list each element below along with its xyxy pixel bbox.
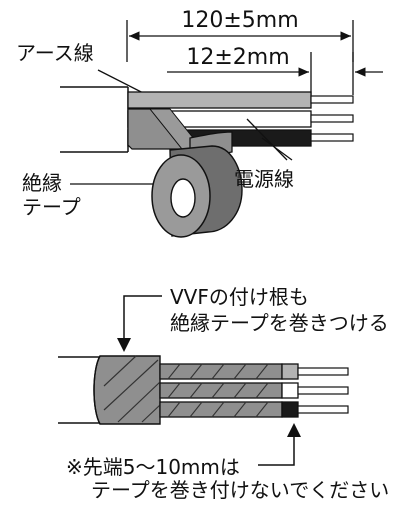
white-conductor (310, 114, 354, 123)
power-leader-white (246, 118, 288, 161)
root-note-leader (123, 295, 162, 345)
cable-sheath (60, 86, 129, 153)
tape-roll-hole (170, 178, 196, 218)
power-leader-black (261, 137, 293, 161)
top-diagram: 120±5mm 12±2mm アース線 (16, 8, 383, 238)
wire-ground (127, 91, 354, 109)
tape-label-line2: テープ (22, 195, 81, 219)
strip-length-label: 12±2mm (186, 45, 289, 70)
tip-note-leader (258, 430, 295, 466)
root-note-arrowhead (117, 338, 131, 352)
ground-conductor (310, 95, 354, 104)
tip-note-line1: ※先端5〜10mmは (66, 455, 240, 479)
tape-roll (151, 131, 243, 238)
dimension-overall: 120±5mm (126, 8, 354, 62)
wrapped-wire-3 (159, 401, 349, 418)
tape-wrap-top (127, 108, 204, 150)
root-note-line2: 絶縁テープを巻きつける (170, 311, 389, 335)
tip-note-line2: テープを巻き付けないでください (91, 478, 389, 502)
wrapped-sheath-end (93, 355, 161, 425)
dimension-strip: 12±2mm (167, 45, 383, 95)
ground-wire-label: アース線 (16, 41, 94, 65)
wrapped-wire-1 (159, 363, 349, 380)
power-wire-label: 電源線 (234, 167, 294, 191)
tape-label-line1: 絶縁 (22, 171, 62, 195)
root-note-line1: VVFの付け根も (170, 285, 309, 309)
black-conductor (310, 133, 354, 142)
bottom-diagram: VVFの付け根も 絶縁テープを巻きつける (58, 285, 389, 502)
cable-sheath-bottom (58, 356, 104, 424)
overall-length-label: 120±5mm (181, 8, 298, 33)
wrapped-wire-2 (159, 382, 349, 399)
tip-note-arrowhead (287, 423, 301, 437)
